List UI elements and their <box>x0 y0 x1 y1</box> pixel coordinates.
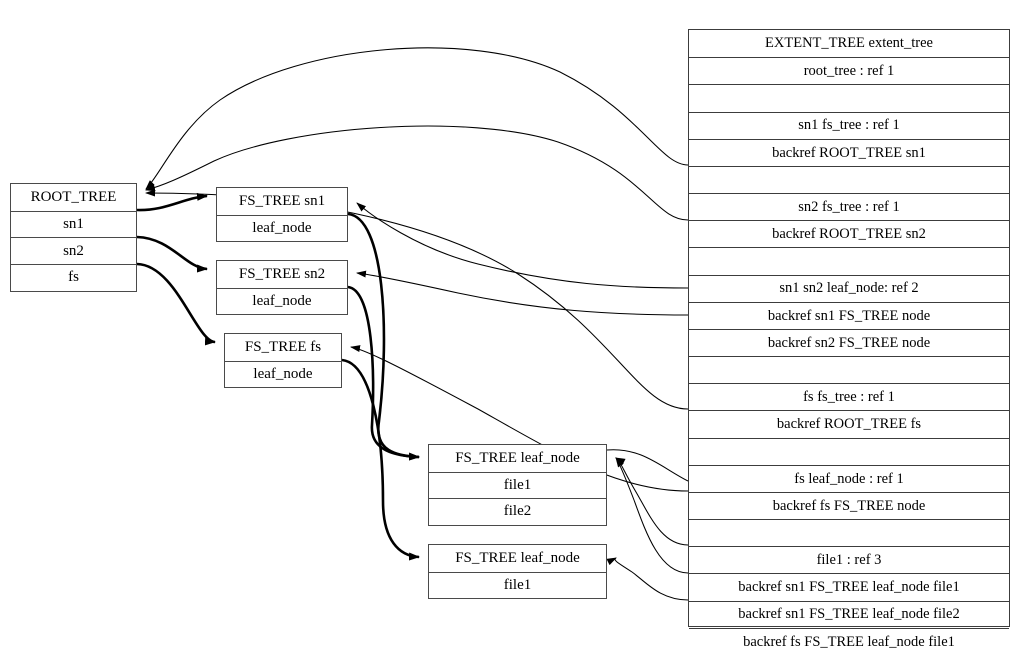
edge-backref-sn1-fs-tree-node <box>356 202 689 289</box>
edge-sn2-leaf-to-leaf-node-a <box>347 285 420 461</box>
extent-tree-row[interactable]: backref ROOT_TREE sn2 <box>689 220 1009 247</box>
edge-root-fs-to-fs-tree-fs <box>136 262 216 346</box>
root-tree-row-sn1[interactable]: sn1 <box>11 210 136 238</box>
node-fs-tree-leaf-node-a[interactable]: FS_TREE leaf_node file1 file2 <box>428 444 607 526</box>
fs-tree-sn2-row-leaf-node[interactable]: leaf_node <box>217 287 347 315</box>
edge-backref-sn1-leaf-file2 <box>615 457 689 574</box>
edge-root-sn2-to-fs-tree-sn2 <box>136 235 208 273</box>
node-fs-tree-fs[interactable]: FS_TREE fs leaf_node <box>224 333 342 388</box>
edge-backref-sn1-leaf-file1 <box>615 457 689 546</box>
extent-tree-row[interactable]: sn2 fs_tree : ref 1 <box>689 193 1009 220</box>
extent-tree-row[interactable]: backref sn1 FS_TREE leaf_node file1 <box>689 573 1009 600</box>
extent-tree-spacer-row <box>689 165 1009 193</box>
edge-fs-leaf-to-leaf-node-b <box>341 358 420 561</box>
leaf-node-a-header: FS_TREE leaf_node <box>455 449 580 466</box>
leaf-node-b-header: FS_TREE leaf_node <box>455 549 580 566</box>
fs-tree-sn1-row-leaf-node[interactable]: leaf_node <box>217 214 347 242</box>
node-fs-tree-leaf-node-b[interactable]: FS_TREE leaf_node file1 <box>428 544 607 599</box>
node-root-tree[interactable]: ROOT_TREE sn1 sn2 fs <box>10 183 137 292</box>
edge-backref-root-tree-sn1 <box>145 47 689 190</box>
extent-tree-row[interactable]: sn1 fs_tree : ref 1 <box>689 111 1009 139</box>
extent-tree-table: EXTENT_TREE extent_tree root_tree : ref 1… <box>688 29 1010 649</box>
extent-tree-row[interactable]: fs fs_tree : ref 1 <box>689 383 1009 410</box>
leaf-node-b-row-file1[interactable]: file1 <box>429 571 606 599</box>
extent-tree-row[interactable]: backref ROOT_TREE fs <box>689 410 1009 437</box>
root-tree-row-sn2[interactable]: sn2 <box>11 237 136 264</box>
extent-tree-spacer-row <box>689 356 1009 383</box>
extent-tree-row[interactable]: backref sn1 FS_TREE leaf_node file2 <box>689 600 1009 628</box>
extent-tree-row[interactable]: backref fs FS_TREE leaf_node file1 <box>689 627 1009 655</box>
extent-tree-row[interactable]: root_tree : ref 1 <box>689 57 1009 84</box>
edge-root-sn1-to-fs-tree-sn1 <box>136 192 208 212</box>
edge-leaf-node-a-to-fs-leaf-row <box>606 449 689 482</box>
extent-tree-header[interactable]: EXTENT_TREE extent_tree <box>765 35 933 52</box>
edge-backref-sn2-fs-tree-node <box>356 270 689 316</box>
fs-tree-fs-row-leaf-node[interactable]: leaf_node <box>225 360 341 388</box>
root-tree-row-fs[interactable]: fs <box>11 264 136 291</box>
diagram-canvas: ROOT_TREE sn1 sn2 fs FS_TREE sn1 leaf_no… <box>10 29 1010 649</box>
extent-tree-spacer-row <box>689 84 1009 111</box>
extent-tree-row[interactable]: backref sn2 FS_TREE node <box>689 328 1009 356</box>
fs-tree-sn2-header: FS_TREE sn2 <box>238 265 326 282</box>
fs-tree-sn1-header: FS_TREE sn1 <box>238 192 326 209</box>
fs-tree-fs-header: FS_TREE fs <box>244 338 322 355</box>
node-fs-tree-sn2[interactable]: FS_TREE sn2 leaf_node <box>216 260 348 315</box>
edge-sn1-leaf-to-leaf-node-a <box>347 212 420 461</box>
leaf-node-a-row-file2[interactable]: file2 <box>429 498 606 525</box>
extent-tree-spacer-row <box>689 247 1009 274</box>
extent-tree-row[interactable]: backref ROOT_TREE sn1 <box>689 138 1009 166</box>
extent-tree-row[interactable]: file1 : ref 3 <box>689 546 1009 573</box>
root-tree-header: ROOT_TREE <box>30 188 117 205</box>
node-fs-tree-sn1[interactable]: FS_TREE sn1 leaf_node <box>216 187 348 242</box>
edge-backref-fs-leaf-file1 <box>606 557 689 601</box>
extent-tree-row[interactable]: backref sn1 FS_TREE node <box>689 301 1009 329</box>
leaf-node-a-row-file1[interactable]: file1 <box>429 471 606 499</box>
extent-tree-row[interactable]: backref fs FS_TREE node <box>689 491 1009 519</box>
extent-tree-row[interactable]: fs leaf_node : ref 1 <box>689 464 1009 492</box>
extent-tree-spacer-row <box>689 519 1009 546</box>
extent-tree-spacer-row <box>689 437 1009 465</box>
extent-tree-row[interactable]: sn1 sn2 leaf_node: ref 2 <box>689 274 1009 302</box>
